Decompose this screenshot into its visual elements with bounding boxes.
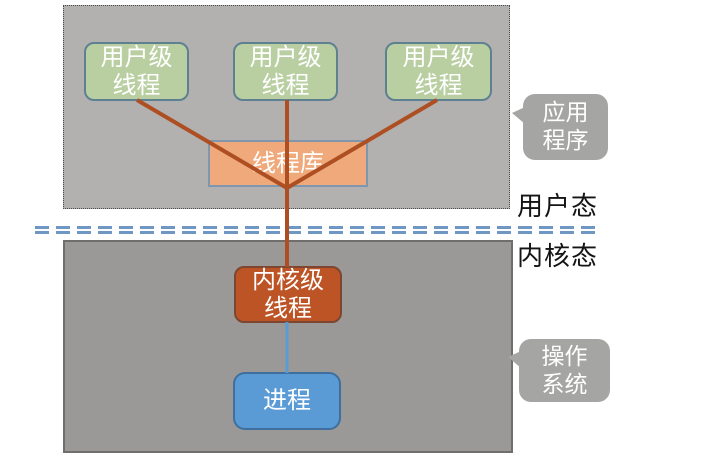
user-thread-box-1: 用户级 线程: [84, 42, 189, 101]
user-mode-label: 用户态: [517, 192, 599, 221]
user-thread-box-3: 用户级 线程: [385, 42, 492, 101]
user-thread-box-2: 用户级 线程: [233, 42, 338, 101]
kernel-mode-label: 内核态: [517, 242, 599, 271]
kernel-thread-box: 内核级 线程: [234, 266, 342, 323]
thread-library-box: 线程库: [208, 140, 368, 187]
operating-system-callout: 操作 系统: [508, 339, 610, 402]
application-callout: 应用 程序: [512, 94, 608, 160]
process-box: 进程: [233, 372, 341, 430]
mode-divider-dashed-line: [35, 226, 602, 234]
